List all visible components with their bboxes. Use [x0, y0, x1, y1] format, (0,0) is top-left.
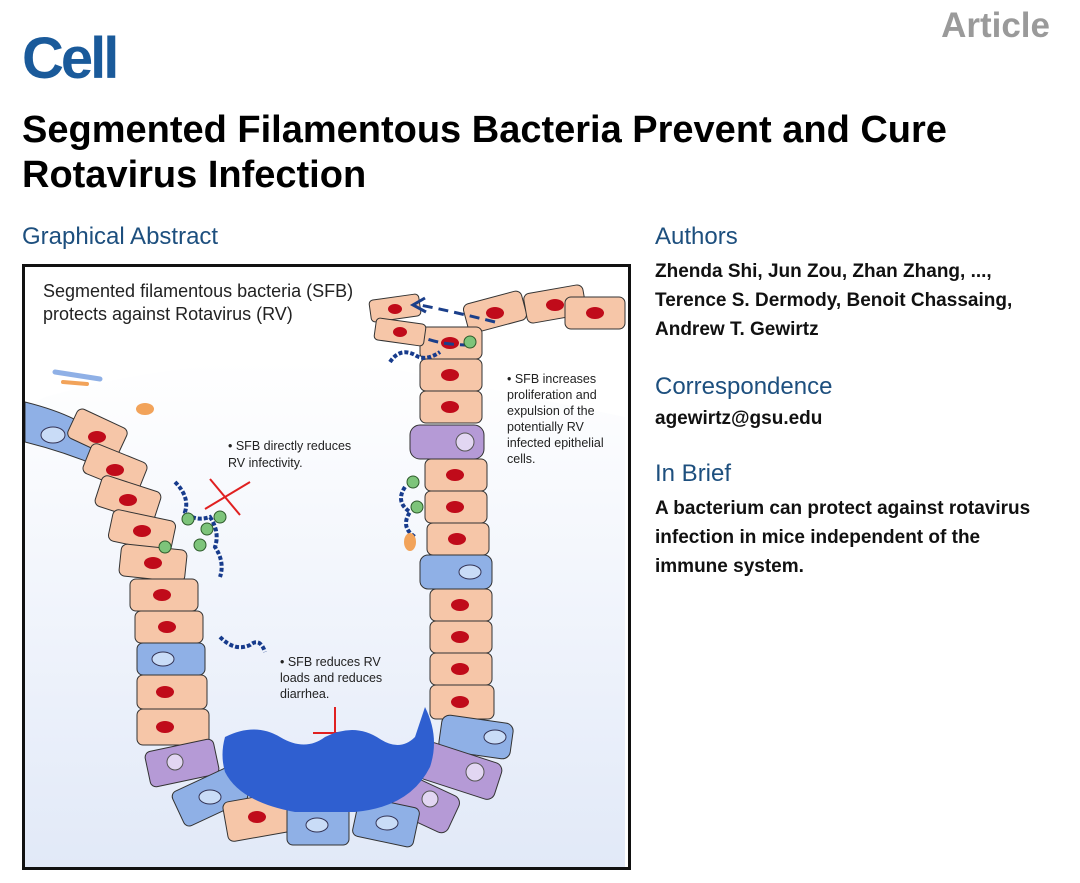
cell-nucleus — [40, 426, 66, 444]
paper-title: Segmented Filamentous Bacteria Prevent a… — [22, 109, 947, 196]
rotavirus-particle — [463, 335, 477, 349]
rotavirus-particle — [181, 512, 195, 526]
expelled-cells — [368, 293, 496, 347]
in-brief-heading: In Brief — [655, 460, 732, 487]
cell-nucleus — [88, 431, 106, 443]
caption-line: protects against Rotavirus (RV) — [43, 304, 293, 324]
rotavirus-particle — [410, 500, 424, 514]
cell-nucleus — [586, 307, 604, 319]
authors-heading: Authors — [655, 223, 738, 250]
arrowhead — [409, 296, 427, 314]
note-line: cells. — [507, 452, 535, 466]
article-type-label: Article — [941, 6, 1050, 45]
note-line: proliferation and — [507, 388, 597, 402]
cell-nucleus — [133, 525, 151, 537]
rotavirus-particle — [213, 510, 227, 524]
bacterium — [404, 533, 416, 551]
cell-nucleus — [305, 817, 329, 833]
cell-nucleus — [119, 494, 137, 506]
right-epithelium — [352, 284, 626, 848]
rotavirus-particle — [158, 540, 172, 554]
note-line: infected epithelial — [507, 436, 604, 450]
note-line: RV infectivity. — [228, 456, 303, 470]
cell-nucleus — [375, 815, 399, 831]
goblet-granule — [421, 790, 439, 808]
cell-nucleus — [483, 729, 507, 745]
in-brief-line: infection in mice independent of the — [655, 527, 981, 548]
rotavirus-particle — [200, 522, 214, 536]
author-list-line: Andrew T. Gewirtz — [655, 319, 819, 340]
sfb-filament — [399, 485, 417, 539]
rotavirus-particle — [406, 475, 420, 489]
cell-nucleus — [156, 721, 174, 733]
sfb-filament — [173, 480, 224, 578]
sfb-filament — [388, 350, 442, 364]
cell-nucleus — [144, 557, 162, 569]
bacterium — [61, 380, 89, 386]
in-brief-line: immune system. — [655, 556, 804, 577]
graphical-abstract-figure: Segmented filamentous bacteria (SFB) pro… — [22, 264, 631, 870]
cell-nucleus — [393, 327, 407, 337]
note-line: • SFB increases — [507, 372, 596, 386]
bacterium — [136, 403, 154, 415]
expulsion-arrow — [419, 303, 496, 324]
sfb-filament — [218, 635, 267, 653]
cell-nucleus — [451, 663, 469, 675]
rotavirus-particle — [193, 538, 207, 552]
note-line: potentially RV — [507, 420, 585, 434]
goblet-granule — [465, 762, 485, 782]
graphical-abstract-heading: Graphical Abstract — [22, 223, 219, 250]
note-line: loads and reduces — [280, 671, 382, 685]
cell-nucleus — [153, 589, 171, 601]
cell-nucleus — [156, 686, 174, 698]
cell-nucleus — [198, 789, 222, 805]
cell-nucleus — [106, 464, 124, 476]
cell-nucleus — [388, 304, 402, 314]
cell-nucleus — [441, 401, 459, 413]
cell-nucleus — [451, 696, 469, 708]
cell-nucleus — [458, 564, 482, 580]
note-line: • SFB directly reduces — [228, 439, 351, 453]
cell-nucleus — [151, 651, 175, 667]
note-line: expulsion of the — [507, 404, 595, 418]
note-line: • SFB reduces RV — [280, 655, 381, 669]
cell-nucleus — [441, 369, 459, 381]
epithelial-cell — [438, 714, 514, 760]
graphical-abstract-illustration: Segmented filamentous bacteria (SFB) pro… — [25, 267, 628, 867]
cell-nucleus — [446, 469, 464, 481]
caption-line: Segmented filamentous bacteria (SFB) — [43, 281, 353, 301]
cell-nucleus — [158, 621, 176, 633]
author-list-line: Terence S. Dermody, Benoit Chassaing, — [655, 290, 1013, 311]
left-epithelium — [25, 401, 350, 846]
cell-nucleus — [448, 533, 466, 545]
cell-nucleus — [451, 599, 469, 611]
cell-nucleus — [446, 501, 464, 513]
cell-nucleus — [248, 811, 266, 823]
note-line: diarrhea. — [280, 687, 329, 701]
correspondence-heading: Correspondence — [655, 373, 833, 400]
cell-nucleus — [486, 307, 504, 319]
sfb-bacteria — [52, 335, 477, 653]
inhibit-mark — [204, 481, 251, 510]
in-brief-line: A bacterium can protect against rotaviru… — [655, 498, 1031, 519]
goblet-granule — [455, 432, 475, 452]
cell-nucleus — [546, 299, 564, 311]
cell-nucleus — [451, 631, 469, 643]
correspondence-email[interactable]: agewirtz@gsu.edu — [655, 408, 823, 429]
author-list-line: Zhenda Shi, Jun Zou, Zhan Zhang, ..., — [655, 261, 992, 282]
journal-logo: Cell — [22, 26, 119, 91]
bacterium — [52, 369, 103, 382]
goblet-granule — [166, 753, 184, 771]
lumen-fluid — [222, 707, 434, 812]
